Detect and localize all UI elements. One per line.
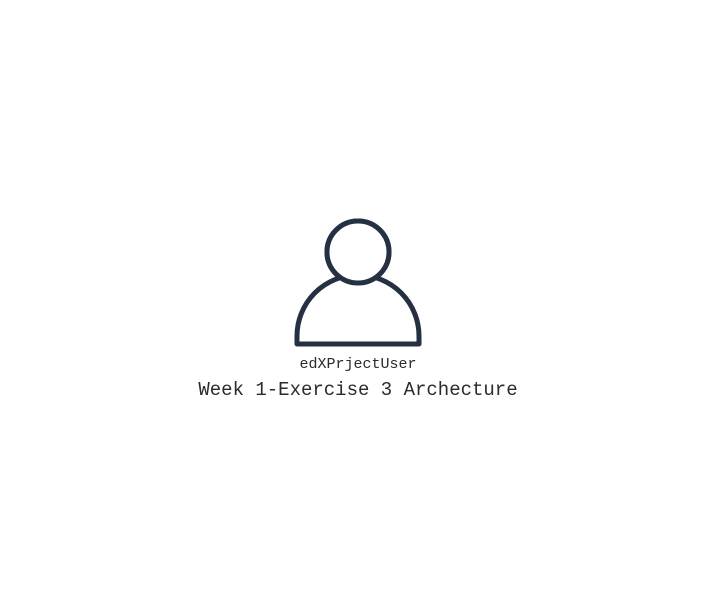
actor-label: edXPrjectUser bbox=[299, 356, 417, 373]
user-actor bbox=[293, 218, 423, 349]
person-icon bbox=[293, 218, 423, 349]
diagram-title: Week 1-Exercise 3 Archecture bbox=[198, 379, 518, 401]
